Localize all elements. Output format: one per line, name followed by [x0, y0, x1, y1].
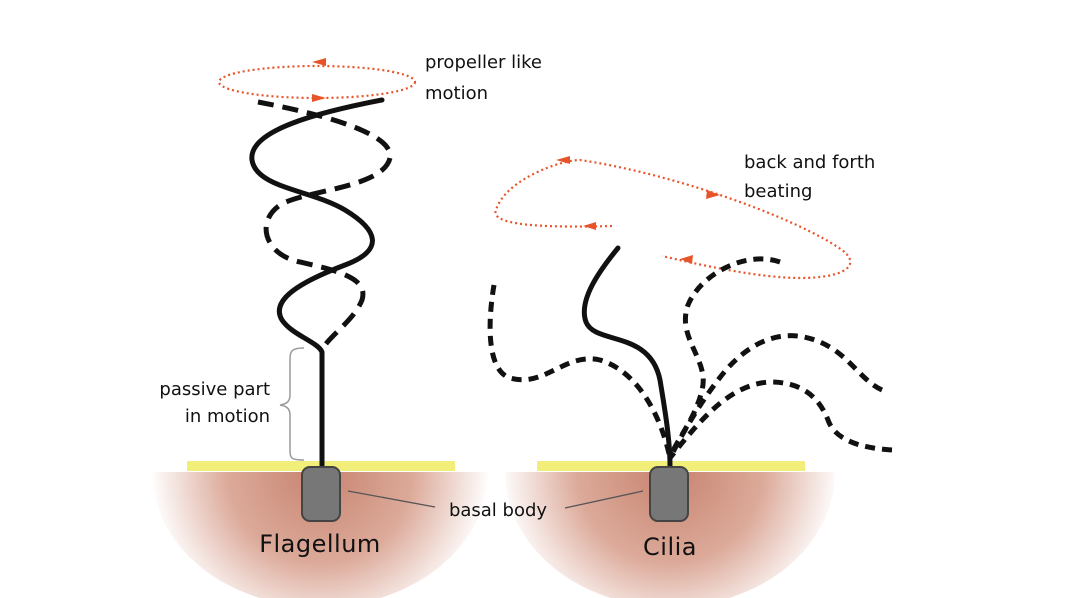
- cilia-dashed-strand-left: [487, 284, 673, 459]
- flagellum-basal-body: [301, 466, 341, 522]
- propeller-label-line2: motion: [425, 83, 488, 104]
- beating-arrowhead-top: [556, 156, 570, 164]
- beating-motion-arrow: [494, 158, 852, 280]
- beating-arrowhead-right: [706, 190, 720, 199]
- passive-label-line2: in motion: [185, 406, 270, 427]
- propeller-label-line1: propeller like: [425, 52, 542, 73]
- propeller-arrowhead-top: [312, 58, 326, 66]
- basal-body-pointer-left: [347, 490, 436, 508]
- cilium-solid-strand: [581, 245, 673, 469]
- flagellum-helix-dashed: [257, 99, 393, 347]
- beating-arrowhead-left: [583, 222, 596, 230]
- flagellum-label: Flagellum: [259, 530, 381, 558]
- cilia-dashed-strand-middle: [667, 333, 884, 460]
- basal-body-label: basal body: [449, 500, 547, 521]
- beating-arrowhead-bottom: [680, 255, 693, 264]
- flagellum-helix-solid: [249, 97, 385, 469]
- cilia-dashed-strand-upper: [667, 256, 781, 459]
- passive-label-line1: passive part: [159, 379, 270, 400]
- passive-part-brace: [279, 347, 305, 461]
- propeller-motion-arrow: [217, 64, 417, 100]
- cilia-basal-body: [649, 466, 689, 522]
- cilia-label: Cilia: [643, 533, 697, 561]
- cilia-dashed-strands: [487, 256, 893, 460]
- beating-label-line1: back and forth: [744, 152, 875, 173]
- beating-label-line2: beating: [744, 181, 812, 202]
- basal-body-pointer-right: [564, 490, 644, 509]
- propeller-arrowhead-bottom: [312, 94, 326, 102]
- flagellum-cell-body: [152, 472, 488, 598]
- cilia-dashed-strand-lower: [668, 379, 893, 460]
